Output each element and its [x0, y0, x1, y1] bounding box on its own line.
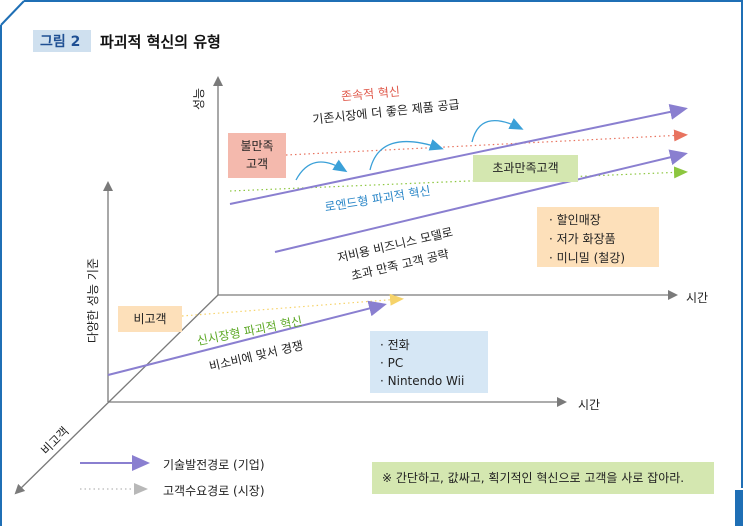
sustaining-step-3	[471, 118, 524, 143]
tech-path-sustaining	[229, 104, 688, 205]
tech-path-new-market	[107, 300, 387, 376]
performance-axis-label: 성능	[192, 87, 206, 110]
unsatisfied-customer-box: 불만족 고객	[228, 133, 286, 178]
new-market-examples-box: 전화 PC Nintendo Wii	[370, 331, 488, 393]
unsatisfied-line-2: 고객	[245, 157, 269, 171]
low-end-example: 할인매장	[549, 211, 659, 230]
sustaining-step-1	[295, 159, 348, 181]
overserved-customer-box: 초과만족고객	[473, 155, 578, 182]
new-market-example: PC	[380, 354, 488, 372]
various-performance-axis-label: 다양한 성능 기준	[86, 258, 100, 343]
demand-path-red	[285, 129, 688, 156]
nonconsumer-box: 비고객	[118, 306, 182, 332]
demand-path-green	[229, 166, 688, 192]
legend-tech-label: 기술발전경로 (기업)	[163, 458, 265, 472]
nonconsumer-axis	[14, 294, 219, 495]
sustaining-step-2	[369, 139, 444, 171]
new-market-example: 전화	[380, 336, 488, 354]
legend-demand-label: 고객수요경로 (시장)	[163, 484, 265, 498]
figure-number-badge	[33, 30, 91, 52]
note-box: ※ 간단하고, 값싸고, 획기적인 혁신으로 고객을 사로 잡아라.	[372, 462, 714, 494]
time-axis-lower-label: 시간	[578, 398, 601, 412]
new-market-example: Nintendo Wii	[380, 372, 488, 390]
time-axis-upper-label: 시간	[686, 291, 709, 305]
low-end-examples-box: 할인매장 저가 화장품 미니밀 (철강)	[537, 207, 659, 267]
low-end-example: 저가 화장품	[549, 230, 659, 249]
figure-number: 그림 2	[40, 34, 81, 50]
figure-title: 파괴적 혁신의 유형	[100, 33, 221, 51]
unsatisfied-line-1: 불만족	[240, 139, 274, 153]
tech-path-low-end	[274, 149, 688, 253]
low-end-example: 미니밀 (철강)	[549, 249, 659, 268]
demand-path-yellow	[181, 293, 404, 317]
